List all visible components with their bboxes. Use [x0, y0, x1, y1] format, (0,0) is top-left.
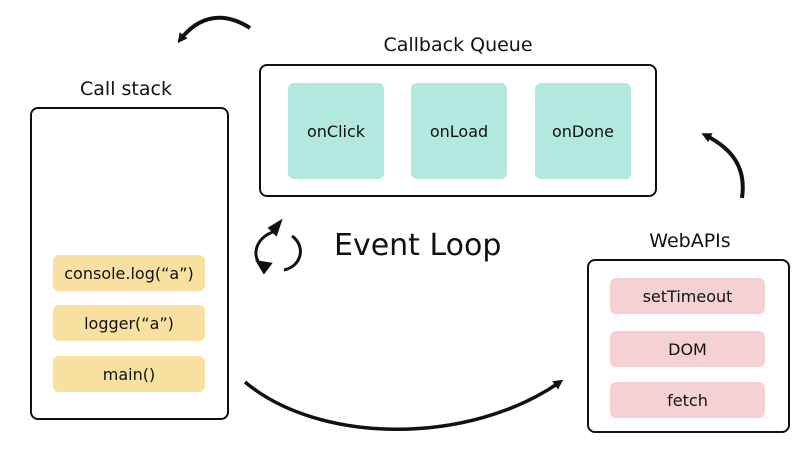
call-stack-box: console.log(“a”) logger(“a”) main() — [30, 107, 229, 420]
webapi-item-fetch: fetch — [610, 382, 765, 418]
webapi-item-settimeout: setTimeout — [610, 278, 765, 314]
webapis-box: setTimeout DOM fetch — [587, 259, 790, 433]
arrow-webapis-to-queue — [701, 133, 745, 199]
arrow-stack-to-webapis — [243, 379, 564, 431]
cycle-icon — [254, 218, 302, 275]
queue-item-onload: onLoad — [411, 83, 507, 179]
callback-queue-box: onClick onLoad onDone — [259, 64, 657, 197]
call-stack-title: Call stack — [80, 78, 172, 100]
event-loop-title: Event Loop — [334, 228, 502, 263]
webapis-title: WebAPIs — [649, 230, 731, 252]
webapi-item-dom: DOM — [610, 331, 765, 367]
stack-item-logger: logger(“a”) — [53, 305, 205, 341]
queue-item-ondone: onDone — [535, 83, 631, 179]
stack-item-console-log: console.log(“a”) — [53, 255, 205, 291]
arrow-queue-to-stack — [177, 15, 252, 44]
callback-queue-title: Callback Queue — [383, 34, 533, 56]
stack-item-main: main() — [53, 356, 205, 392]
queue-item-onclick: onClick — [288, 83, 384, 179]
